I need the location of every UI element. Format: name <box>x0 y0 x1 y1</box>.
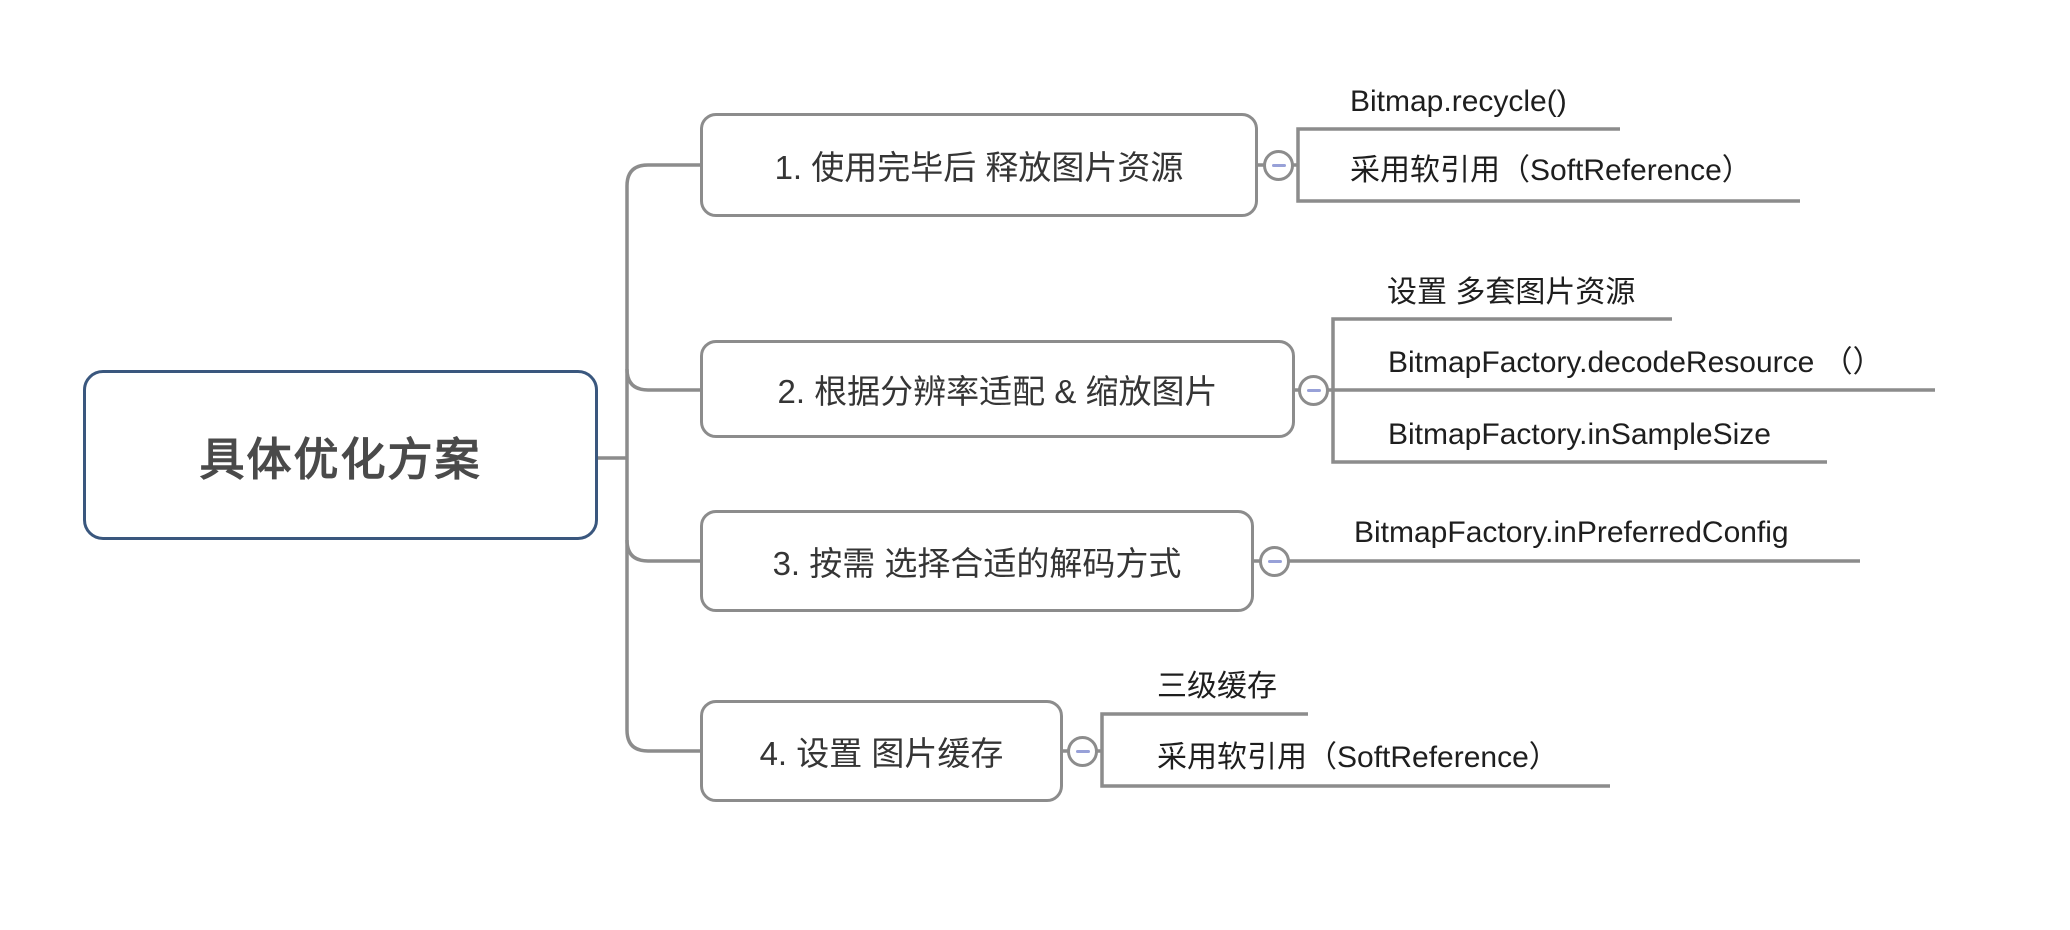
branch-topic-1[interactable]: 1. 使用完毕后 释放图片资源 <box>700 113 1258 217</box>
collapse-button-branch-3[interactable] <box>1259 546 1290 577</box>
branch-topic-3[interactable]: 3. 按需 选择合适的解码方式 <box>700 510 1254 612</box>
child-topic-3-1[interactable]: BitmapFactory.inPreferredConfig <box>1354 516 1789 549</box>
child-topic-4-2[interactable]: 采用软引用（SoftReference） <box>1157 741 1559 774</box>
collapse-button-branch-1[interactable] <box>1263 150 1294 181</box>
branch-topic-4[interactable]: 4. 设置 图片缓存 <box>700 700 1063 802</box>
branch3-elbow <box>625 539 700 563</box>
child-topic-2-2[interactable]: BitmapFactory.decodeResource （） <box>1388 346 1883 379</box>
collapse-button-branch-2[interactable] <box>1298 375 1329 406</box>
root-topic[interactable]: 具体优化方案 <box>83 370 598 540</box>
minus-icon <box>1306 388 1321 393</box>
branch-topic-2[interactable]: 2. 根据分辨率适配 & 缩放图片 <box>700 340 1295 438</box>
branch2-elbow <box>625 368 700 392</box>
trunk-line <box>625 163 700 753</box>
branch4-children-bracket <box>1100 712 1610 788</box>
child-topic-1-2[interactable]: 采用软引用（SoftReference） <box>1350 154 1752 187</box>
branch1-children-bracket <box>1296 127 1800 203</box>
minus-icon <box>1267 559 1282 564</box>
child-topic-1-1[interactable]: Bitmap.recycle() <box>1350 85 1567 118</box>
child-topic-4-1[interactable]: 三级缓存 <box>1157 670 1277 703</box>
child-topic-2-3[interactable]: BitmapFactory.inSampleSize <box>1388 418 1771 451</box>
minus-icon <box>1271 163 1286 168</box>
minus-icon <box>1075 749 1090 754</box>
child-topic-2-1[interactable]: 设置 多套图片资源 <box>1387 276 1636 309</box>
collapse-button-branch-4[interactable] <box>1067 736 1098 767</box>
